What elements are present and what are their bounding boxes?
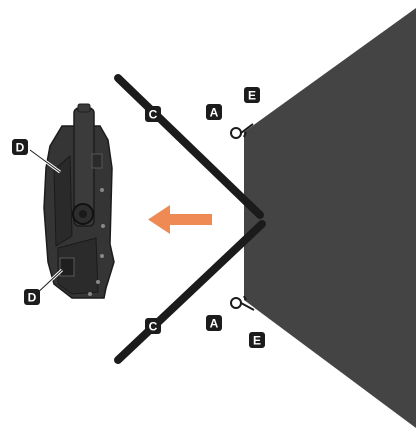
callout-a-bottom: A — [206, 315, 222, 331]
callout-e-top-label: E — [248, 89, 256, 103]
callout-d-bottom: D — [24, 289, 40, 305]
callout-a-top: A — [206, 104, 222, 120]
callout-d-bottom-label: D — [28, 291, 37, 305]
callout-c-top: C — [145, 106, 161, 122]
direction-arrow — [148, 205, 212, 234]
speaker-panel — [244, 8, 416, 428]
bracket-bar-bottom — [114, 220, 266, 364]
mounting-device — [43, 103, 115, 299]
callout-c-bottom-label: C — [149, 320, 158, 334]
callout-e-bottom: E — [249, 332, 265, 348]
callout-a-bottom-label: A — [210, 317, 219, 331]
callout-c-top-label: C — [149, 108, 158, 122]
bracket-bar-top — [114, 74, 264, 219]
callout-e-top: E — [244, 87, 260, 103]
pin-top — [230, 123, 254, 139]
callout-c-bottom: C — [145, 318, 161, 334]
leader-line-d-top-inner — [29, 149, 61, 173]
callout-d-top-label: D — [16, 141, 25, 155]
callout-a-top-label: A — [210, 106, 219, 120]
callout-e-bottom-label: E — [253, 334, 261, 348]
pin-bottom — [230, 295, 255, 311]
callout-d-top: D — [12, 139, 28, 155]
